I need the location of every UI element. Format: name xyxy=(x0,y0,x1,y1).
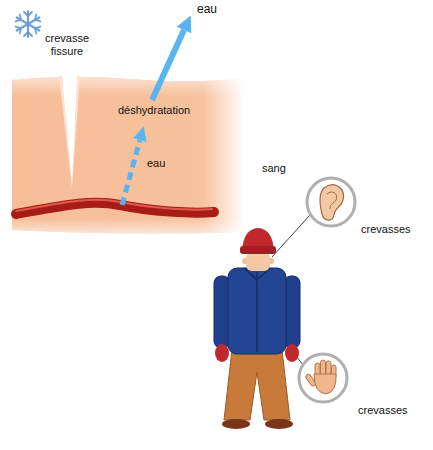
hand-callout-circle xyxy=(299,354,347,402)
shoe xyxy=(265,419,293,429)
blood-vessel xyxy=(16,203,214,214)
palm xyxy=(314,374,336,394)
hand-crack-label: crevasses xyxy=(358,404,408,417)
ear-callout-circle xyxy=(307,178,355,226)
ear-icon xyxy=(320,185,343,220)
beanie-brim xyxy=(240,246,276,254)
hand-icon xyxy=(305,360,336,394)
arrowhead xyxy=(177,16,192,34)
shoe xyxy=(222,419,250,429)
ear-crack-label: crevasses xyxy=(361,223,411,236)
mitten xyxy=(215,344,229,362)
blood-label: sang xyxy=(262,162,286,175)
ear-icon-detail xyxy=(327,192,337,209)
skin-layer xyxy=(12,77,245,234)
skin-crack xyxy=(62,75,77,184)
snowflake-arm xyxy=(15,21,30,34)
trousers xyxy=(224,350,290,420)
person xyxy=(214,228,300,429)
crack-label: crevasse fissure xyxy=(38,32,96,57)
water-arrow xyxy=(152,30,184,100)
water-dashed-arrow xyxy=(122,140,140,205)
water-label: eau xyxy=(147,157,165,170)
water-label: eau xyxy=(197,3,217,17)
crack-edge xyxy=(59,76,80,188)
leader-line xyxy=(272,215,310,257)
snowflake-arm xyxy=(15,14,30,27)
dehydration-label: déshydratation xyxy=(118,104,190,117)
jacket xyxy=(228,268,286,354)
mitten xyxy=(285,344,299,362)
zipper xyxy=(256,272,258,352)
snowflake-icon xyxy=(15,11,42,37)
vessel-highlight xyxy=(16,200,212,211)
skin-shading xyxy=(12,77,245,234)
face xyxy=(246,252,270,271)
arrowhead xyxy=(133,127,146,142)
